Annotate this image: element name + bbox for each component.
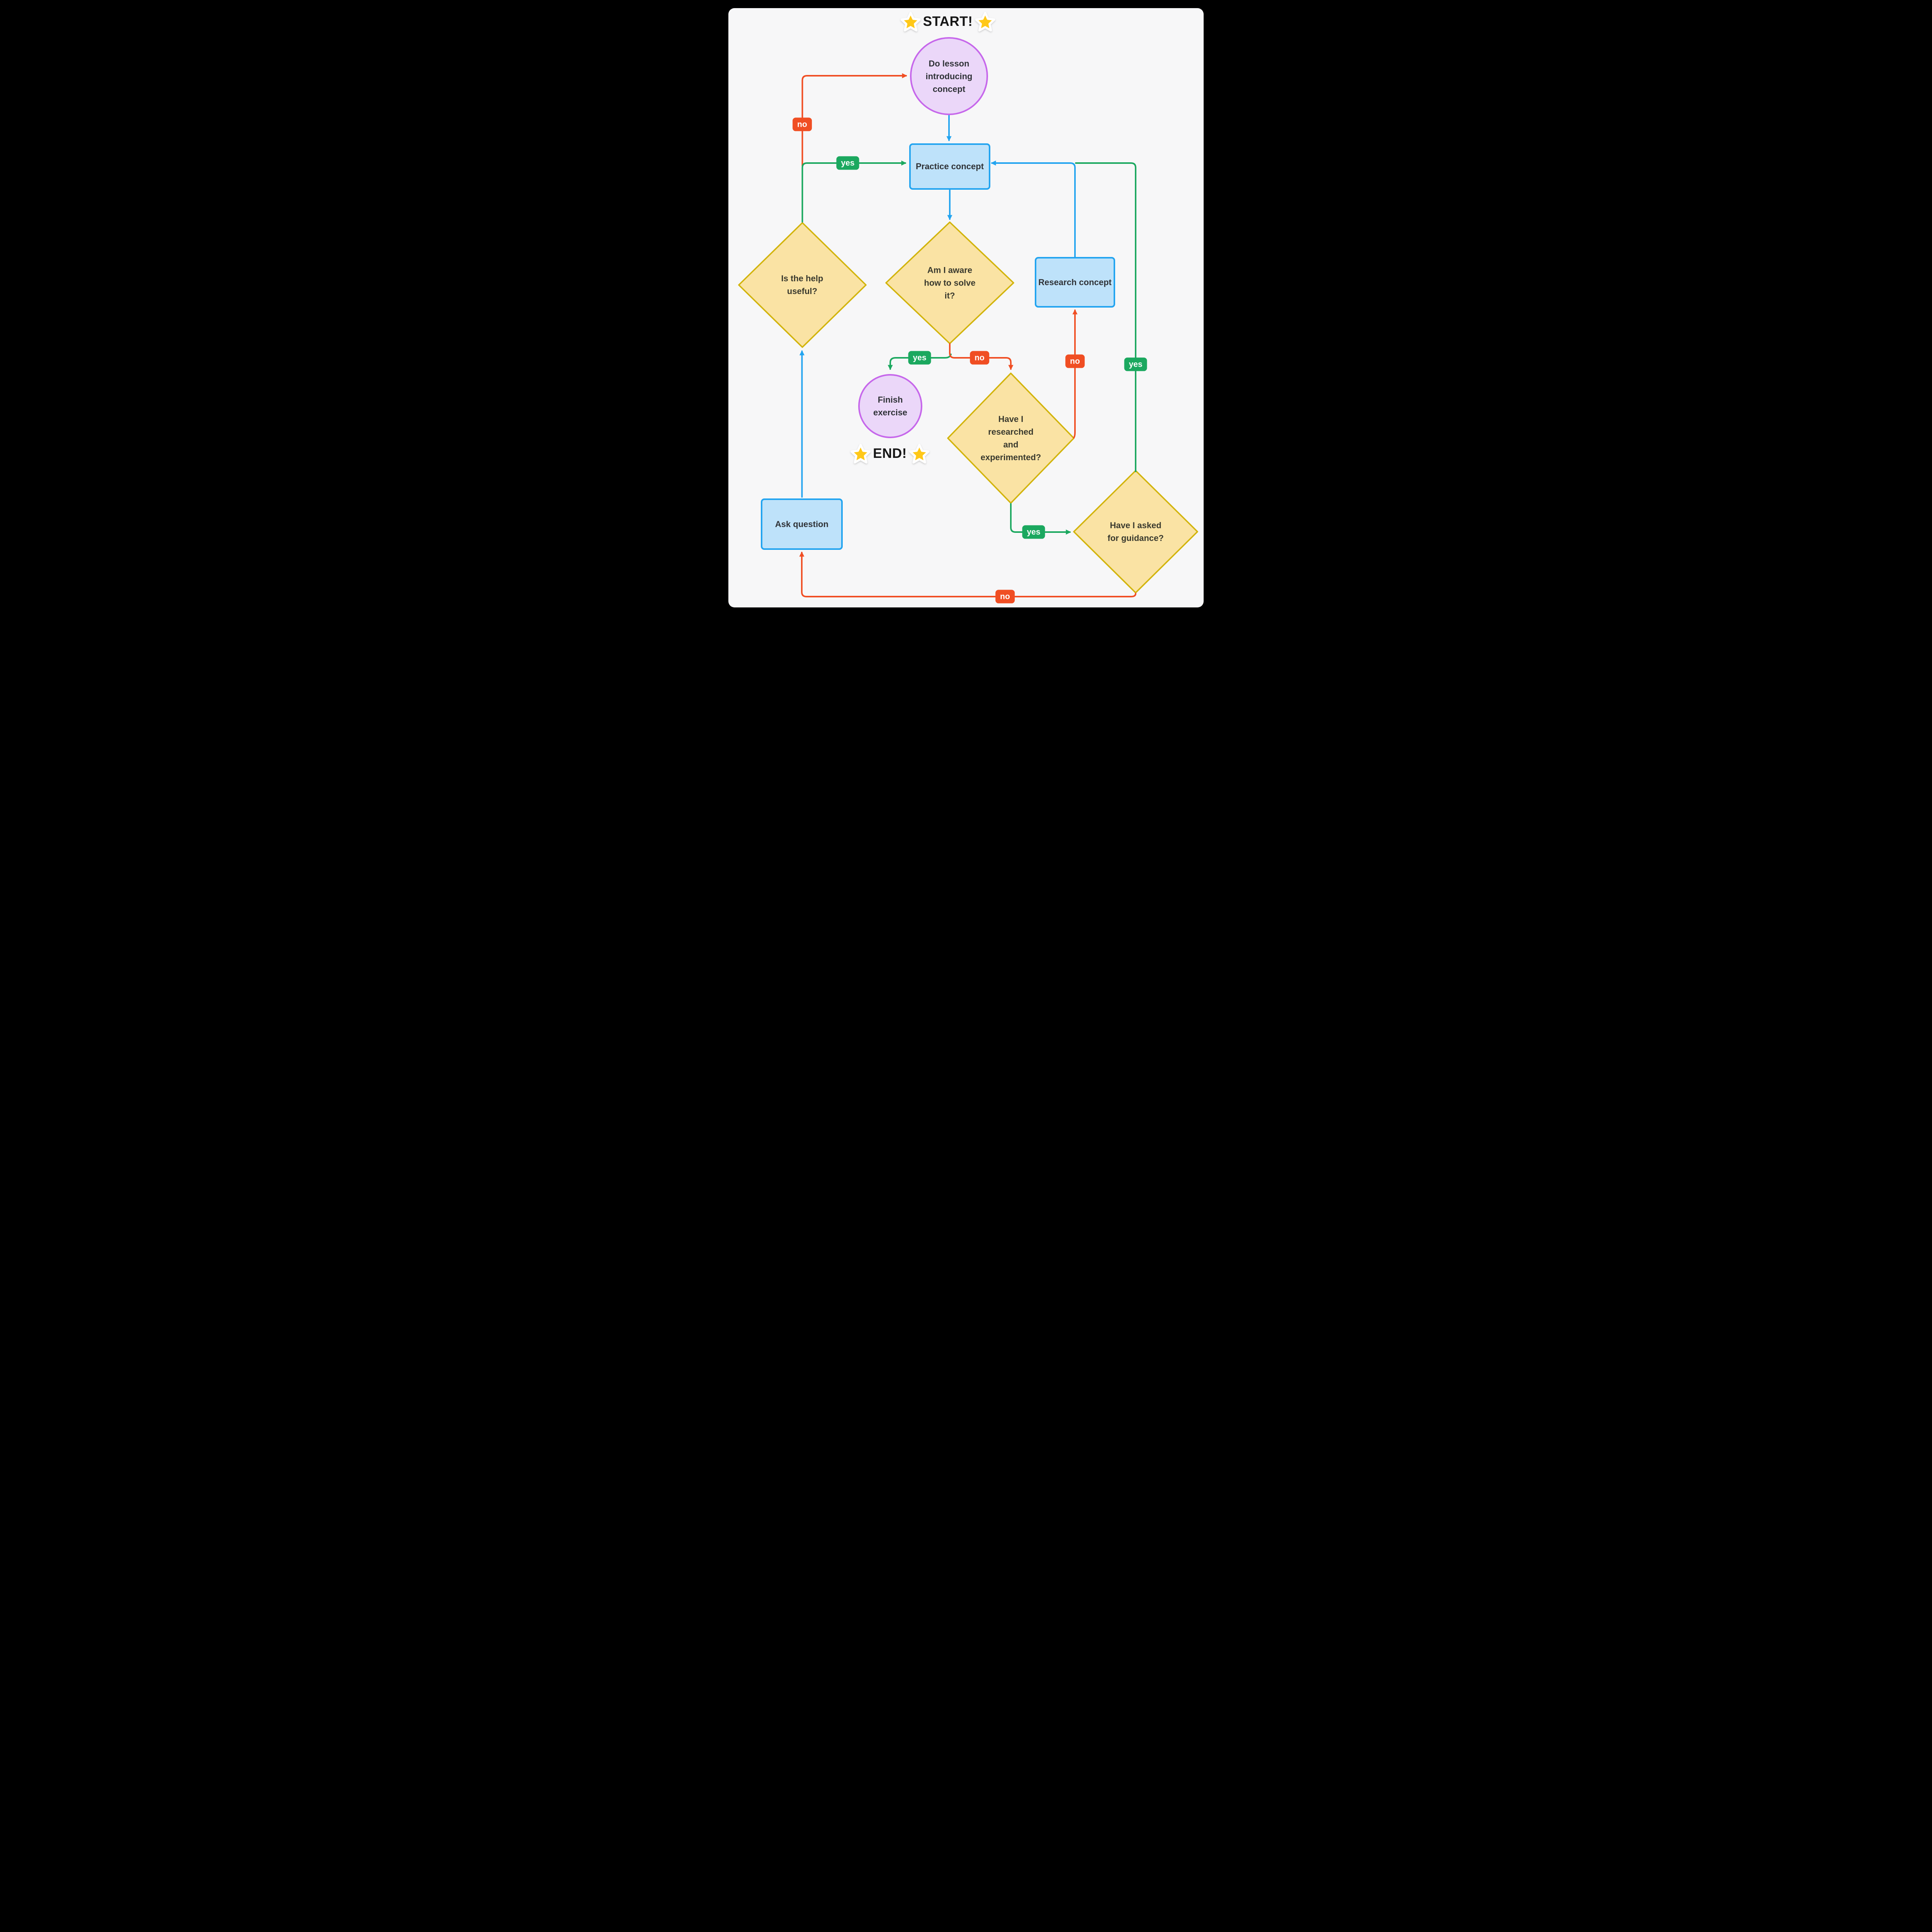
node-do-lesson-label: Do lesson introducing concept bbox=[925, 58, 973, 94]
edge-guidance-to-practice bbox=[1075, 162, 1136, 472]
screenshot-frame: START! Do lesson introducing concept Pra… bbox=[720, 0, 1212, 624]
end-label-row: END! bbox=[850, 444, 929, 464]
node-do-lesson[interactable]: Do lesson introducing concept bbox=[910, 37, 988, 115]
edge-label-help-no: no bbox=[793, 117, 812, 131]
end-title: END! bbox=[873, 446, 907, 461]
node-ask-question[interactable]: Ask question bbox=[761, 498, 843, 550]
node-finish-exercise[interactable]: Finish exercise bbox=[858, 374, 922, 438]
star-icon bbox=[850, 444, 871, 464]
node-practice-concept[interactable]: Practice concept bbox=[909, 143, 990, 190]
diamond-guidance[interactable] bbox=[1073, 470, 1198, 594]
node-researched-label: Have I researched and experimented? bbox=[980, 414, 1041, 462]
edge-label-guidance-yes: yes bbox=[1124, 357, 1147, 371]
diamond-help[interactable] bbox=[738, 222, 867, 348]
node-research-concept[interactable]: Research concept bbox=[1035, 257, 1115, 308]
star-icon bbox=[975, 12, 995, 32]
edge-label-help-yes: yes bbox=[836, 156, 859, 170]
edge-researched-to-guidance bbox=[1010, 503, 1071, 535]
flowchart-drawing bbox=[738, 73, 1198, 597]
edge-help-to-practice bbox=[801, 160, 906, 223]
edge-help-to-lesson bbox=[801, 73, 907, 167]
node-ask-question-label: Ask question bbox=[775, 519, 829, 529]
start-label-row: START! bbox=[900, 12, 995, 32]
node-research-concept-label: Research concept bbox=[1038, 277, 1112, 287]
node-guidance-label: Have I asked for guidance? bbox=[1107, 520, 1164, 543]
start-title: START! bbox=[923, 14, 973, 29]
edge-research-to-practice bbox=[991, 160, 1076, 259]
edge-label-researched-yes: yes bbox=[1022, 525, 1045, 539]
node-help-label: Is the help useful? bbox=[781, 274, 823, 296]
edge-label-guidance-no: no bbox=[995, 590, 1015, 604]
node-practice-concept-label: Practice concept bbox=[915, 162, 984, 171]
edge-label-aware-no: no bbox=[970, 351, 989, 365]
star-icon bbox=[909, 444, 929, 464]
node-finish-exercise-label: Finish exercise bbox=[873, 395, 908, 417]
edge-label-aware-yes: yes bbox=[908, 351, 931, 365]
diamond-researched[interactable] bbox=[947, 372, 1075, 504]
edge-guidance-to-ask bbox=[799, 551, 1136, 597]
edge-researched-to-research bbox=[1072, 309, 1078, 439]
flowchart-canvas: START! Do lesson introducing concept Pra… bbox=[728, 8, 1204, 607]
edge-label-researched-no: no bbox=[1065, 354, 1085, 368]
star-icon bbox=[900, 12, 921, 32]
node-aware-label: Am I aware how to solve it? bbox=[924, 265, 976, 301]
